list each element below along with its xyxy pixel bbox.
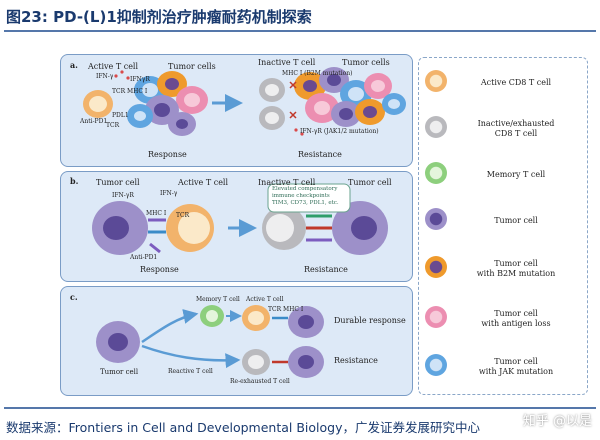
panel-a-ifngr-label: IFNγR <box>130 76 150 83</box>
panel-c-letter: c. <box>70 292 78 302</box>
legend-swatch <box>425 354 447 376</box>
panel-a-inactive-t-label: Inactive T cell <box>258 58 316 67</box>
panel-a-active-t-cell <box>83 90 113 118</box>
panel-a-resistance-label: Resistance <box>298 150 342 159</box>
panel-b-synapse-right <box>306 214 332 242</box>
panel-b-checkpoint-label: Elevated compensatory immune checkpoints… <box>272 186 339 206</box>
panel-c-resistance-label: Resistance <box>334 356 378 365</box>
panel-b-mhc-label: MHC I <box>146 210 167 217</box>
legend-label: Tumor cell with B2M mutation <box>476 259 556 278</box>
panel-a-tumor-cells-right-label: Tumor cells <box>342 58 390 67</box>
panel-a-mhc-mutation-label: MHC I (B2M mutation) <box>282 70 353 77</box>
panel-b-tumor-left-label: Tumor cell <box>96 178 140 187</box>
panel-c-tumor-cell <box>96 321 140 363</box>
panel-a-tumor-cluster-left <box>127 71 208 136</box>
legend-label: Inactive/exhausted CD8 T cell <box>477 119 555 138</box>
panel-a-tcr-label: TCR <box>106 122 120 129</box>
panel-a-tumor-cells-left-label: Tumor cells <box>168 62 216 71</box>
panel-c-tumor-cell-top <box>288 306 324 338</box>
panel-a-inactive-t-cells <box>259 78 285 130</box>
bottom-rule <box>4 407 596 409</box>
legend-swatch <box>425 162 447 184</box>
panel-a-response-label: Response <box>148 150 187 159</box>
legend-label: Tumor cell with antigen loss <box>481 309 551 328</box>
panel-b-tumor-right-label: Tumor cell <box>348 178 392 187</box>
panel-b-active-t-cell <box>166 204 214 252</box>
legend-label: Active CD8 T cell <box>480 78 552 87</box>
panel-a-letter: a. <box>70 60 78 70</box>
panel-a-ifn-label: IFN-γ <box>96 73 114 80</box>
panel-c-arrow-down <box>141 344 241 369</box>
source-note: 数据来源：Frontiers in Cell and Developmental… <box>6 420 481 435</box>
legend-swatch <box>425 208 447 230</box>
panel-a-block-marks <box>289 81 297 119</box>
panel-b-letter: b. <box>70 176 79 186</box>
panel-c-synapses <box>272 316 288 364</box>
panel-c-memory-label: Memory T cell <box>196 296 240 303</box>
panel-a-tumor-cluster-right <box>294 67 406 127</box>
panel-b-ifngr-label: IFN-γR <box>112 192 134 199</box>
legend-label: Tumor cell <box>494 216 538 225</box>
panel-c-tcr-mhc-label: TCR MHC I <box>268 306 304 313</box>
panel-b-active-t-label: Active T cell <box>178 178 229 187</box>
panel-b-ifng-label: IFN-γ <box>160 190 178 197</box>
panel-a-pdl1-label: PDL1 <box>112 112 129 119</box>
legend-item: Tumor cell with B2M mutation <box>419 250 587 288</box>
panel-a-ifn-dots <box>114 70 304 136</box>
panel-c-active-t-cell <box>242 305 270 331</box>
panel-b-inactive-t-label: Inactive T cell <box>258 178 316 187</box>
panel-a-active-t-label: Active T cell <box>88 62 139 71</box>
panel-c-memory-t-cell <box>200 305 224 327</box>
legend-swatch <box>425 306 447 328</box>
panel-b-anti-pd1-label: Anti-PD1 <box>130 254 158 261</box>
legend-item: Inactive/exhausted CD8 T cell <box>419 110 587 148</box>
panel-c-durable-label: Durable response <box>334 316 406 325</box>
panel-a-jak-label: IFN-γR (JAK1/2 mutation) <box>300 128 379 135</box>
legend-label: Tumor cell with JAK mutation <box>478 357 554 376</box>
legend-item: Tumor cell <box>419 202 587 240</box>
panel-c-tumor-cell-bottom <box>288 346 324 378</box>
panel-c-tumor-label: Tumor cell <box>100 368 139 376</box>
legend-swatch <box>425 256 447 278</box>
panel-c-exhausted-t-cell <box>242 349 270 375</box>
panel-c-re-exhausted-label: Re-exhausted T cell <box>230 378 290 385</box>
panel-b-tcr-label: TCR <box>176 212 190 219</box>
watermark: 知乎 @以是 <box>522 414 592 429</box>
figure-title: 图23: PD-(L)1抑制剂治疗肿瘤耐药机制探索 <box>6 8 312 26</box>
panel-b-synapse-left <box>148 218 166 254</box>
panel-c-reactive-label: Reactive T cell <box>168 368 213 375</box>
legend-swatch <box>425 70 447 92</box>
panel-a-anti-pd1-label: Anti-PD1 <box>80 118 108 125</box>
legend-item: Active CD8 T cell <box>419 64 587 102</box>
panel-c-arrow-up <box>141 309 199 344</box>
panel-b-inactive-t-cell <box>262 206 306 250</box>
legend-item: Tumor cell with JAK mutation <box>419 348 587 386</box>
panel-c-active-t-label: Active T cell <box>246 296 284 303</box>
panel-b-tumor-cell-right <box>332 201 388 255</box>
panel-b-tumor-cell-left <box>92 201 148 255</box>
legend: Active CD8 T cell Inactive/exhausted CD8… <box>418 57 588 395</box>
panel-a-tcr-mhc-label: TCR MHC I <box>112 88 148 95</box>
top-rule <box>4 30 596 32</box>
panel-b-response-label: Response <box>140 265 179 274</box>
legend-item: Memory T cell <box>419 156 587 194</box>
legend-item: Tumor cell with antigen loss <box>419 300 587 338</box>
panel-b-checkpoint-box <box>267 183 351 213</box>
legend-swatch <box>425 116 447 138</box>
legend-label: Memory T cell <box>486 170 546 179</box>
panel-b-resistance-label: Resistance <box>304 265 348 274</box>
